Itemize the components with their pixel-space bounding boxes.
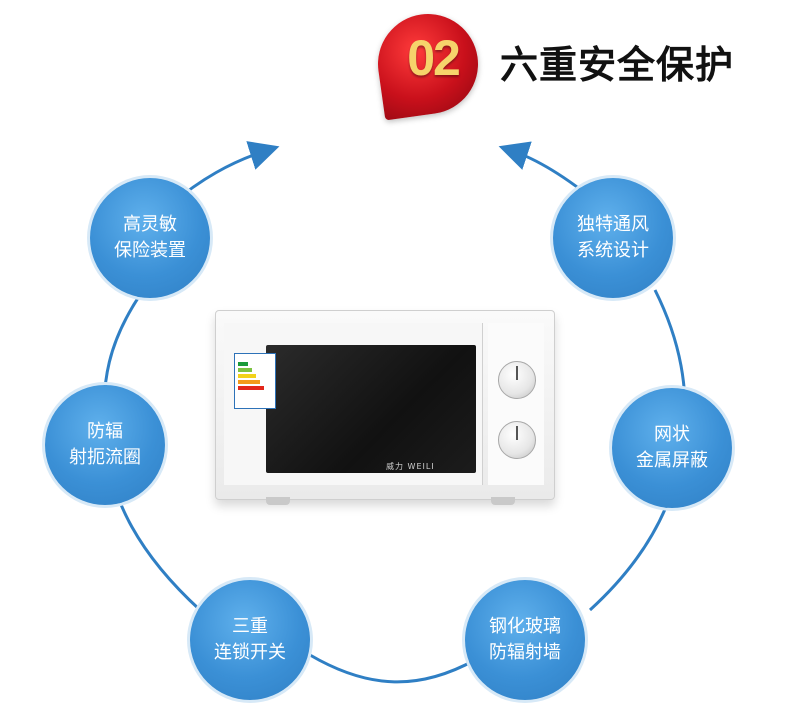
feature-line2: 连锁开关 [214, 642, 286, 663]
feature-line2: 保险装置 [114, 240, 186, 261]
microwave-door: 威力 WEILI [224, 323, 483, 485]
feature-node-choke: 防辐 射扼流圈 [45, 385, 165, 505]
timer-knob [498, 421, 536, 459]
feature-line1: 独特通风 [577, 214, 649, 235]
feature-line1: 防辐 [87, 421, 123, 442]
page-title: 六重安全保护 [500, 43, 735, 87]
control-panel [488, 323, 544, 485]
microwave-window: 威力 WEILI [266, 345, 476, 473]
power-knob [498, 361, 536, 399]
section-number: 02 [407, 30, 461, 86]
microwave-foot [491, 497, 515, 505]
feature-node-interlock: 三重 连锁开关 [190, 580, 310, 700]
feature-node-shield: 网状 金属屏蔽 [612, 388, 732, 508]
microwave-image: 威力 WEILI [215, 310, 555, 505]
feature-node-ventilation: 独特通风 系统设计 [553, 178, 673, 298]
microwave-foot [266, 497, 290, 505]
feature-line1: 三重 [232, 616, 268, 637]
energy-label [234, 353, 276, 409]
feature-node-glass: 钢化玻璃 防辐射墙 [465, 580, 585, 700]
feature-line2: 射扼流圈 [69, 447, 141, 468]
ring-arc-bottom [309, 653, 476, 684]
feature-line2: 防辐射墙 [489, 642, 561, 663]
feature-line1: 钢化玻璃 [489, 616, 561, 637]
feature-line2: 金属屏蔽 [636, 450, 708, 471]
brand-text: 威力 WEILI [386, 462, 435, 471]
feature-line2: 系统设计 [577, 240, 649, 261]
feature-node-fuse: 高灵敏 保险装置 [90, 178, 210, 298]
feature-line1: 网状 [654, 424, 690, 445]
feature-line1: 高灵敏 [123, 214, 177, 235]
